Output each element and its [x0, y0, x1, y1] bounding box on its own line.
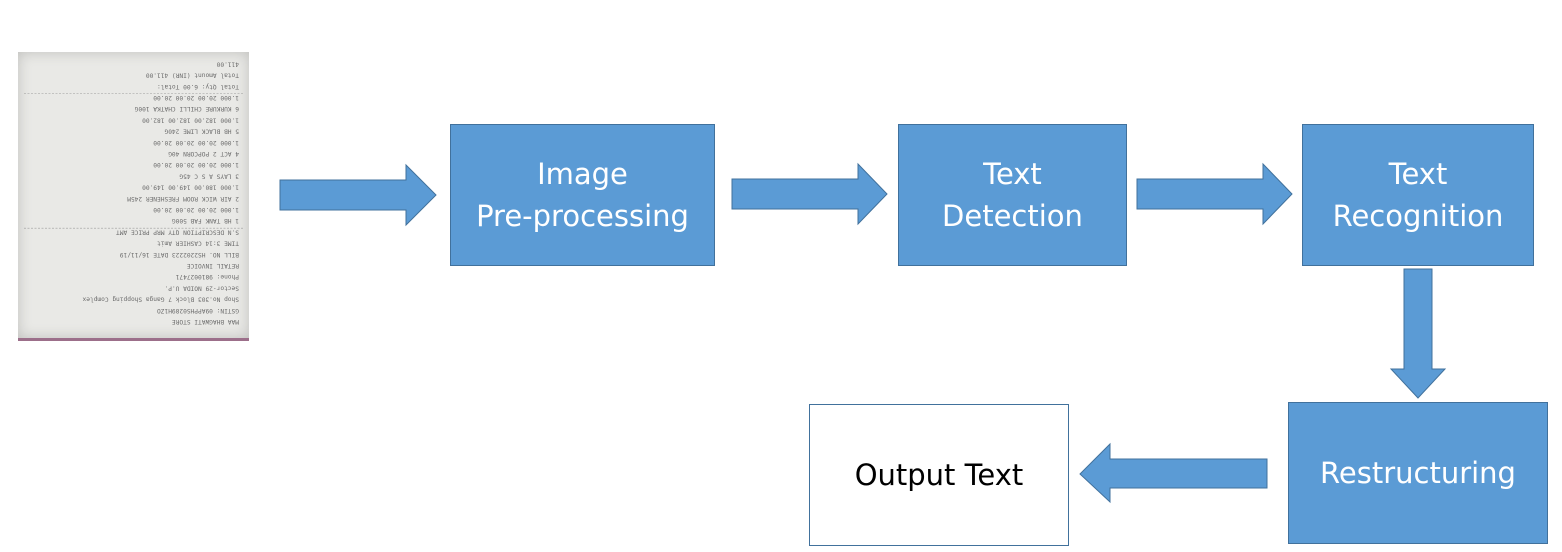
recognition-label-line2: Recognition [1332, 199, 1504, 233]
preprocessing-label-line2: Pre-processing [476, 199, 689, 233]
receipt-image: MAA BHAGWATI STORE GSTIN: 09APPHS0289H1ZO… [18, 52, 249, 341]
receipt-text-line: 1.000 182.00 182.00 182.00 [142, 116, 239, 123]
receipt-text-line: MAA BHAGWATI STORE [172, 318, 239, 325]
receipt-text-line: 2 AIR WICK ROOM FRESHENER 245M [127, 195, 239, 202]
restructuring-box: Restructuring [1288, 402, 1548, 544]
receipt-text-layer: MAA BHAGWATI STORE GSTIN: 09APPHS0289H1ZO… [24, 60, 243, 325]
arrow-to-restructuring [1389, 268, 1447, 399]
receipt-text-line: Sector-29 NOIDA U.P. [164, 284, 239, 291]
receipt-text-line: 5 HB BLACK LIME 240G [164, 128, 239, 135]
receipt-text-line: 6 KURKURE CHILLI CHATKA 100G [134, 105, 239, 112]
preprocessing-label-line1: Image [537, 157, 628, 191]
receipt-text-line: GSTIN: 09APPHS0289H1ZO [157, 307, 239, 314]
restructuring-label: Restructuring [1320, 456, 1516, 490]
receipt-text-line: 1 HB TANK FAB 500G [172, 217, 239, 224]
output-text-box: Output Text [809, 404, 1069, 546]
detection-box: Text Detection [898, 124, 1127, 266]
receipt-text-line: 1.000 20.00 20.00 20.00 [153, 161, 239, 168]
receipt-text-line: Total Amount (INR) 411.00 [146, 72, 239, 79]
receipt-text-line: 4 ACT 2 POPCORN 40G [168, 150, 239, 157]
arrow-to-preprocessing [279, 163, 437, 227]
recognition-label-line1: Text [1388, 157, 1448, 191]
detection-label-line2: Detection [942, 199, 1083, 233]
arrow-to-recognition [1136, 162, 1293, 226]
receipt-text-line: BILL NO. HS2202223 DATE 16/11/19 [120, 251, 239, 258]
receipt-text-line: 411.00 [216, 60, 239, 67]
receipt-text-line: 3 LAYS A S C 45G [179, 172, 239, 179]
receipt-text-line: 1.000 180.00 149.00 149.00 [142, 184, 239, 191]
detection-label-line1: Text [983, 157, 1042, 191]
arrow-to-detection [731, 162, 888, 226]
receipt-text-line: Total Qty: 6.00 Total: [157, 83, 239, 90]
preprocessing-box: Image Pre-processing [450, 124, 715, 266]
receipt-text-line: 1.000 20.00 20.00 20.00 [153, 139, 239, 146]
receipt-text-line: Shop No.303 Block 7 Ganga Shopping Compl… [82, 296, 239, 303]
output-text-label: Output Text [854, 458, 1024, 492]
receipt-text-line: 1.000 20.00 20.00 20.00 [153, 206, 239, 213]
receipt-text-line: RETAIL INVOICE [187, 262, 239, 269]
receipt-text-line: Phone: 9810027471 [175, 273, 239, 280]
receipt-text-line: 1.000 20.00 20.00 20.00 [153, 94, 239, 101]
receipt-text-line: S.N DESCRIPTION QTY MRP PRICE AMT [116, 228, 239, 235]
recognition-box: Text Recognition [1302, 124, 1534, 266]
arrow-to-output [1079, 442, 1268, 504]
receipt-text-line: TIME 3:14 CASHIER Amit [157, 240, 239, 247]
